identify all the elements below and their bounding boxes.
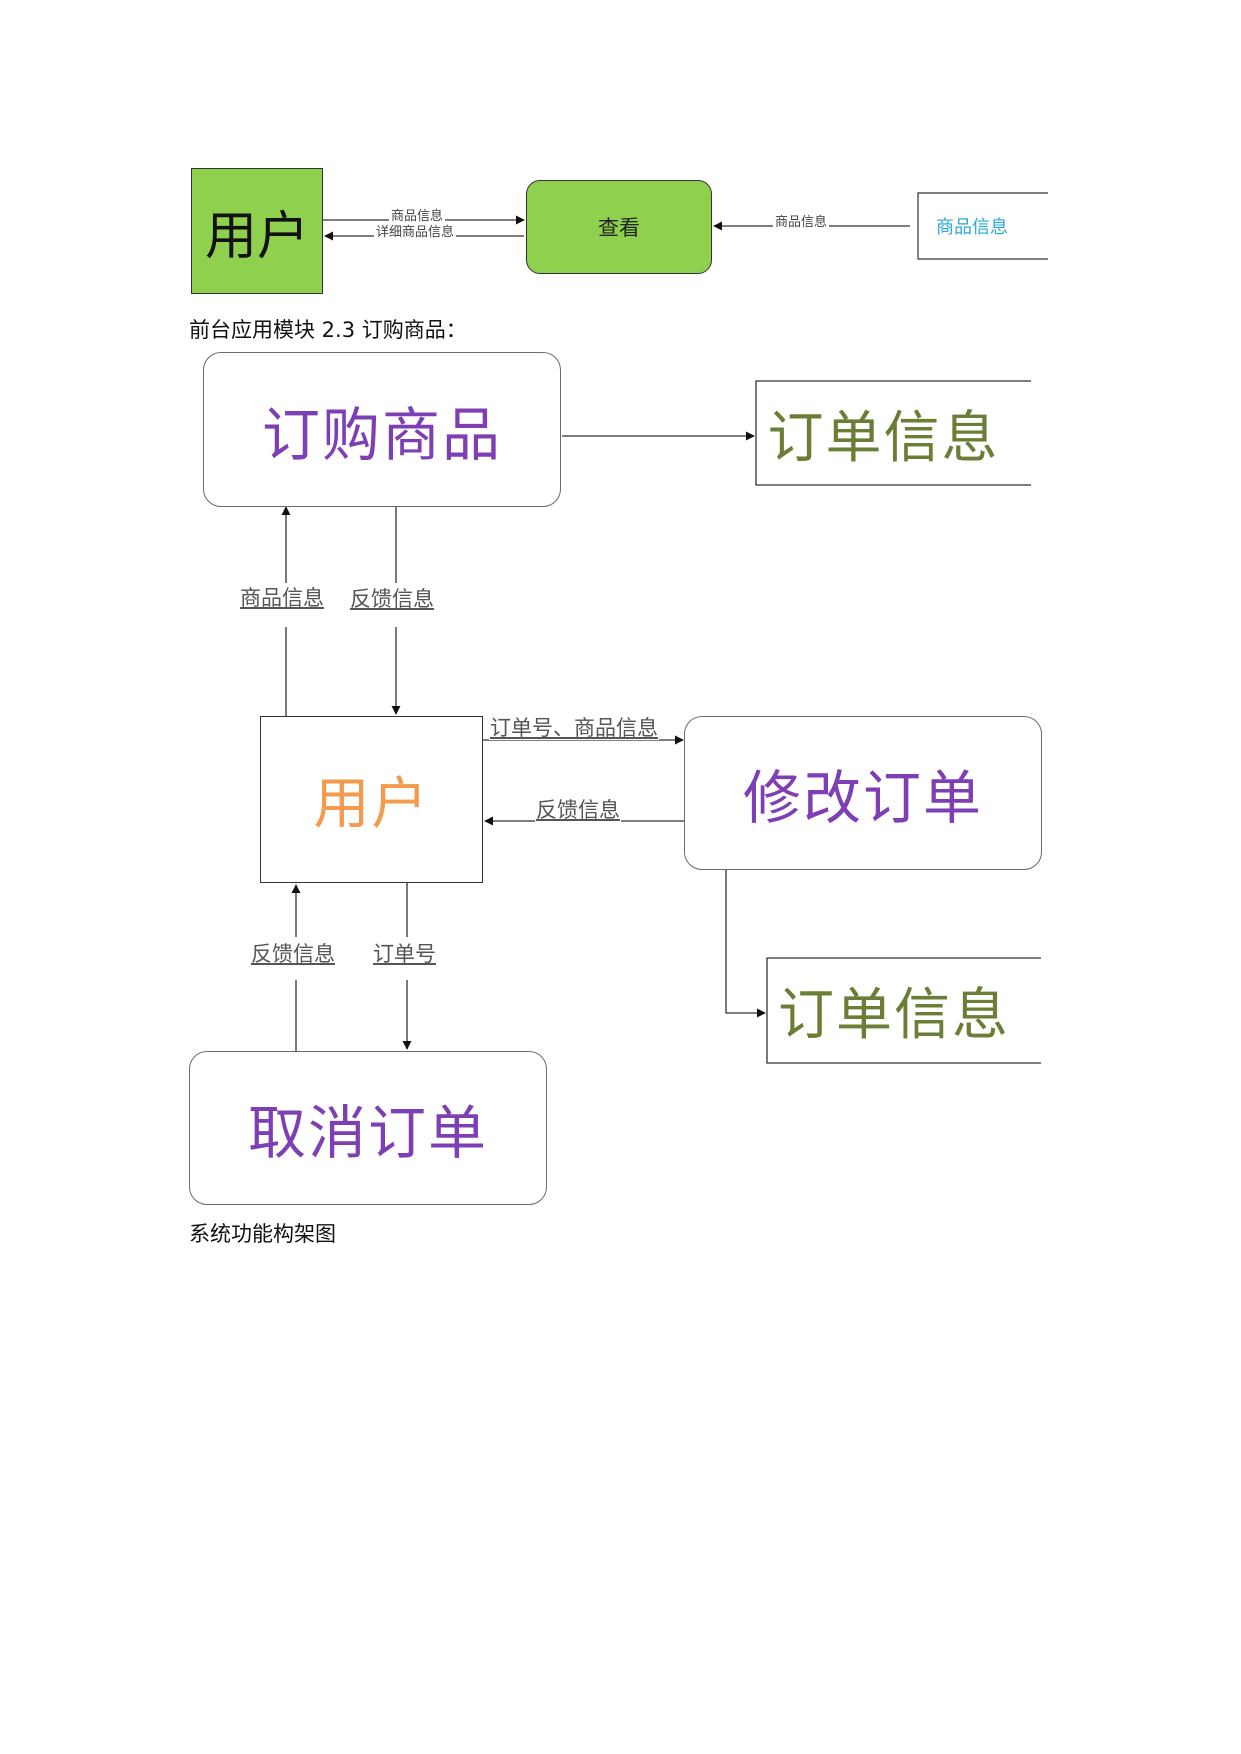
external-entity-user-2: 用户 bbox=[260, 716, 483, 883]
store-top-outline bbox=[755, 380, 1031, 486]
flow-label-order-no-goods: 订单号、商品信息 bbox=[489, 716, 659, 740]
process-cancel-order: 取消订单 bbox=[189, 1051, 547, 1205]
process-view: 查看 bbox=[526, 180, 712, 274]
process-order-goods: 订购商品 bbox=[203, 352, 561, 507]
data-store-order-info-top: 订单信息 bbox=[767, 405, 1000, 471]
flow-label-feedback-top: 反馈信息 bbox=[349, 587, 435, 611]
external-entity-user: 用户 bbox=[191, 168, 323, 294]
flow-label-order-no: 订单号 bbox=[372, 942, 437, 966]
flow-label-feedback-modify: 反馈信息 bbox=[535, 798, 621, 822]
flow-label-goods-info: 商品信息 bbox=[389, 209, 446, 224]
flow-label-goods-info-2: 商品信息 bbox=[239, 586, 325, 610]
data-store-goods-info: 商品信息 bbox=[936, 217, 1008, 238]
section-heading: 前台应用模块 2.3 订购商品： bbox=[189, 318, 467, 342]
store-small-outline bbox=[917, 192, 1048, 260]
store-bottom-outline bbox=[766, 957, 1041, 1064]
flow-arrow-modify-to-store bbox=[725, 870, 766, 1018]
flow-label-store-goods-info: 商品信息 bbox=[773, 215, 830, 230]
figure-caption: 系统功能构架图 bbox=[189, 1222, 336, 1246]
flow-label-feedback-cancel: 反馈信息 bbox=[250, 942, 336, 966]
process-modify-order: 修改订单 bbox=[684, 716, 1042, 870]
data-store-order-info-bottom: 订单信息 bbox=[778, 983, 1010, 1048]
flow-label-detailed-goods-info: 详细商品信息 bbox=[374, 225, 457, 240]
